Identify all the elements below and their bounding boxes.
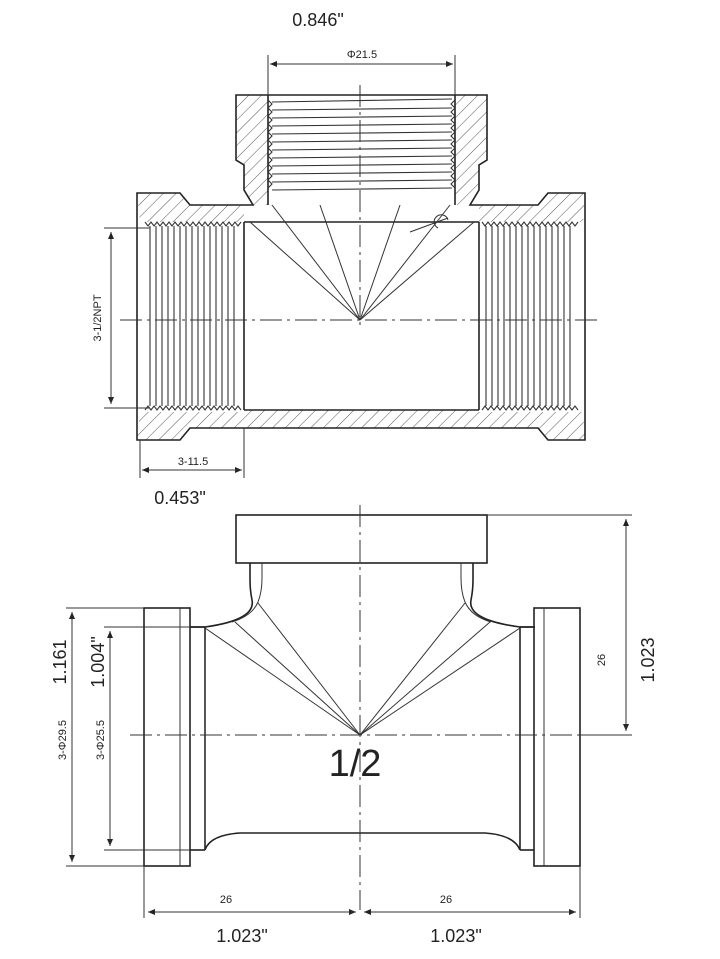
left-collar — [143, 607, 191, 867]
size-mark: 1/2 — [329, 743, 382, 785]
height-in: 1.023 — [638, 637, 658, 682]
right-length-in: 1.023" — [430, 926, 481, 946]
height-mm: 26 — [596, 654, 608, 666]
front-cone-lines — [204, 602, 521, 736]
top-dia-mm: Φ21.5 — [347, 49, 377, 61]
drill-cone-lines — [249, 204, 475, 321]
top-branch-threads — [267, 98, 456, 191]
front-view: 1/2 1.161 1.004" 3-Φ29.5 3-Φ25.5 26 1.02… — [50, 505, 658, 946]
thread-depth-mm: 3-11.5 — [178, 456, 208, 468]
side-thread-dimension: 3-1/2NPT — [92, 227, 150, 409]
right-collar — [533, 607, 581, 867]
front-length-dimensions: 26 26 1.023" 1.023" — [143, 866, 581, 946]
section-view: 0.846" Φ21.5 3-1/2NPT 3-11.5 0.453" — [92, 10, 600, 508]
thread-depth-in: 0.453" — [154, 488, 205, 508]
inner-dia-mm: 3-Φ25.5 — [95, 720, 107, 760]
inner-dia-in: 1.004" — [88, 636, 108, 687]
body-bottom — [204, 832, 521, 851]
outer-dia-in: 1.161 — [50, 639, 70, 684]
left-length-mm: 26 — [220, 894, 232, 906]
right-length-mm: 26 — [440, 894, 452, 906]
section-outline — [136, 94, 586, 441]
left-port-threads — [144, 221, 242, 411]
side-thread-label: 3-1/2NPT — [92, 294, 104, 341]
top-collar — [235, 514, 488, 564]
neck — [190, 563, 535, 628]
top-width-in: 0.846" — [292, 10, 343, 30]
top-bore-dimension: 0.846" Φ21.5 — [267, 10, 456, 95]
outer-dia-mm: 3-Φ29.5 — [57, 720, 69, 760]
front-height-dimension: 26 1.023 — [487, 514, 658, 736]
left-length-in: 1.023" — [216, 926, 267, 946]
thread-depth-dimension: 3-11.5 0.453" — [139, 428, 245, 508]
right-port-threads — [481, 221, 579, 411]
front-diameter-dimensions: 1.161 1.004" 3-Φ29.5 3-Φ25.5 — [50, 607, 190, 867]
